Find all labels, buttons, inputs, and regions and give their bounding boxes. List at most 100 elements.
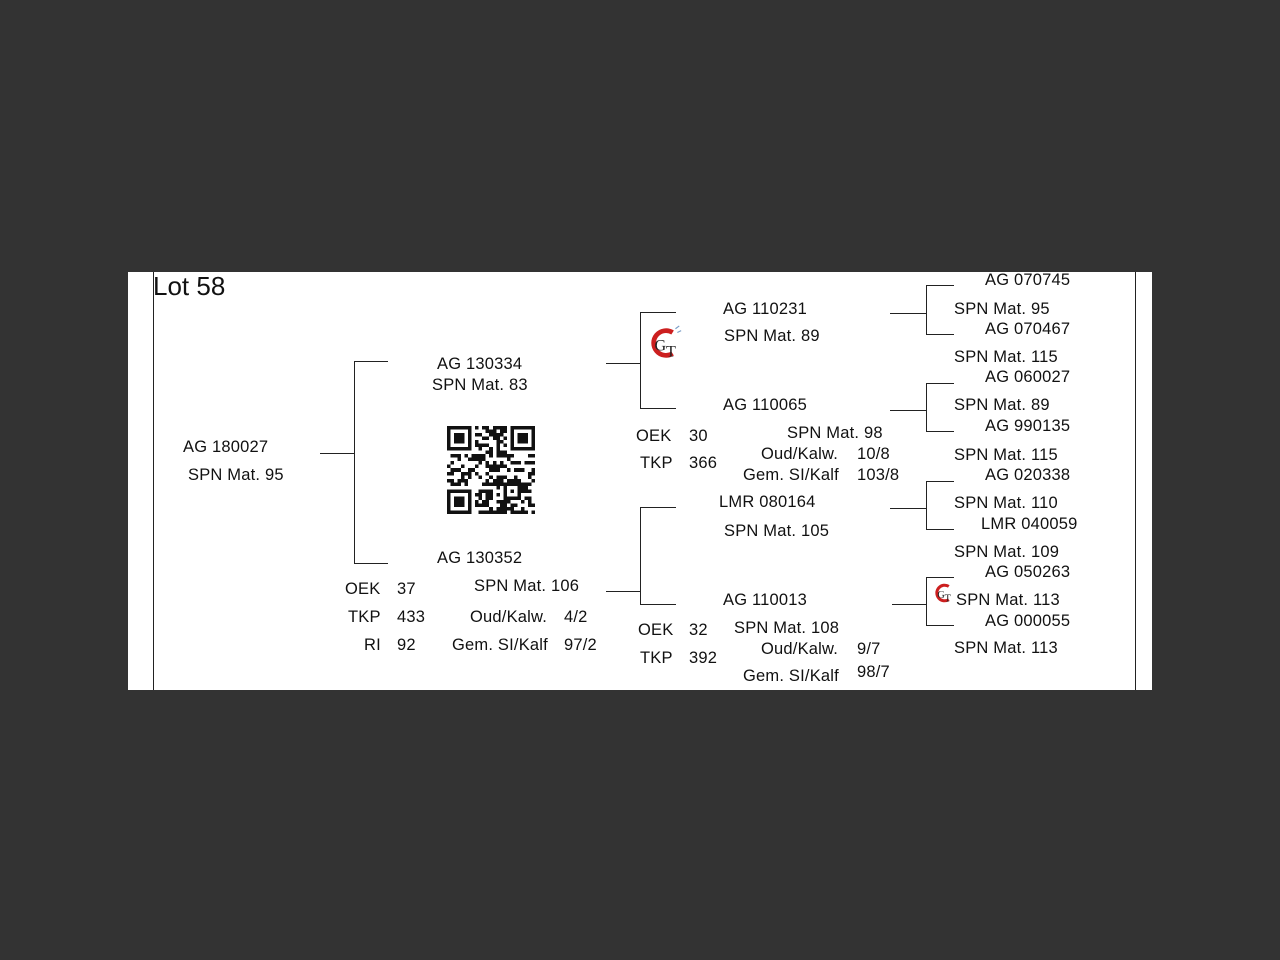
- qr-module: [527, 489, 532, 493]
- connector-line: [640, 604, 676, 605]
- connector-line: [640, 312, 641, 409]
- qr-module: [475, 426, 479, 430]
- qr-module: [496, 464, 500, 469]
- paternal-granddam-spn: SPN Mat. 98: [787, 424, 883, 442]
- qr-module: [496, 454, 500, 458]
- qr-module: [482, 510, 486, 514]
- qr-module: [454, 482, 458, 486]
- qr-module: [471, 454, 476, 458]
- qr-module: [496, 499, 500, 504]
- qr-module: [468, 496, 472, 500]
- mgd-gem-label: Gem. SI/Kalf: [743, 667, 839, 685]
- qr-module: [450, 426, 455, 430]
- qr-module: [454, 496, 458, 500]
- connector-line: [890, 508, 926, 509]
- qr-module: [510, 478, 514, 483]
- qr-module: [513, 426, 518, 430]
- qr-module: [499, 461, 504, 465]
- qr-module: [450, 482, 455, 486]
- qr-module: [461, 489, 465, 493]
- qr-module: [457, 482, 462, 486]
- qr-module: [503, 492, 507, 497]
- qr-module: [475, 454, 479, 458]
- qr-module: [506, 468, 511, 472]
- qr-module: [503, 429, 507, 434]
- qr-module: [499, 454, 504, 458]
- qr-module: [450, 471, 455, 476]
- qr-module: [475, 433, 479, 437]
- qr-module: [482, 443, 486, 448]
- qr-module: [503, 443, 507, 448]
- qr-module: [510, 503, 514, 507]
- qr-module: [510, 461, 514, 465]
- qr-module: [468, 499, 472, 504]
- qr-module: [478, 457, 483, 462]
- dam-oud-label: Oud/Kalw.: [470, 608, 548, 626]
- qr-module: [513, 496, 518, 500]
- qr-module: [527, 454, 532, 458]
- qr-module: [517, 433, 521, 437]
- qr-module: [489, 506, 493, 511]
- qr-module: [482, 499, 486, 504]
- connector-line: [640, 408, 676, 409]
- connector-line: [606, 363, 640, 364]
- qr-module: [531, 503, 535, 507]
- qr-module: [454, 436, 458, 441]
- qr-module: [531, 478, 535, 483]
- connector-line: [926, 285, 927, 335]
- qr-module: [496, 440, 500, 444]
- pgd-oek-label: OEK: [636, 427, 672, 445]
- qr-module: [485, 436, 490, 441]
- dam-spn: SPN Mat. 106: [474, 577, 580, 595]
- qr-module: [496, 436, 500, 441]
- qr-module: [492, 461, 497, 465]
- qr-module: [447, 489, 451, 493]
- qr-module: [496, 510, 500, 514]
- qr-module: [499, 440, 504, 444]
- qr-module: [496, 482, 500, 486]
- qr-module: [524, 426, 528, 430]
- qr-module: [489, 482, 493, 486]
- qr-module: [506, 478, 511, 483]
- qr-module: [527, 496, 532, 500]
- qr-module: [454, 499, 458, 504]
- qr-module: [482, 482, 486, 486]
- connector-line: [354, 563, 388, 564]
- qr-module: [496, 443, 500, 448]
- dam-ri-label: RI: [364, 636, 381, 654]
- qr-module: [520, 506, 525, 511]
- qr-module: [513, 447, 518, 451]
- qr-module: [478, 489, 483, 493]
- qr-module: [489, 496, 493, 500]
- qr-module: [461, 478, 465, 483]
- qr-module: [499, 450, 504, 455]
- svg-text:T: T: [666, 343, 676, 360]
- connector-line: [890, 410, 926, 411]
- dam-ri-value: 92: [397, 636, 416, 654]
- qr-module: [447, 496, 451, 500]
- qr-module: [489, 450, 493, 455]
- qr-module: [468, 429, 472, 434]
- qr-module: [454, 468, 458, 472]
- connector-line: [640, 507, 641, 605]
- qr-module: [461, 510, 465, 514]
- qr-module: [496, 478, 500, 483]
- svg-text:G: G: [937, 590, 945, 601]
- qr-module: [447, 510, 451, 514]
- dam-gem-label: Gem. SI/Kalf: [452, 636, 548, 654]
- qr-module: [531, 436, 535, 441]
- connector-line: [354, 361, 388, 362]
- qr-module: [468, 506, 472, 511]
- lot-title: Lot 58: [153, 272, 226, 301]
- qr-module: [524, 496, 528, 500]
- qr-module: [499, 464, 504, 469]
- qr-module: [506, 499, 511, 504]
- qr-module: [485, 443, 490, 448]
- qr-module: [478, 492, 483, 497]
- qr-module: [461, 436, 465, 441]
- mgd-tkp-value: 392: [689, 649, 718, 667]
- qr-module: [520, 433, 525, 437]
- qr-module: [489, 464, 493, 469]
- qr-module: [485, 503, 490, 507]
- ggp-6-spn: SPN Mat. 109: [954, 543, 1060, 561]
